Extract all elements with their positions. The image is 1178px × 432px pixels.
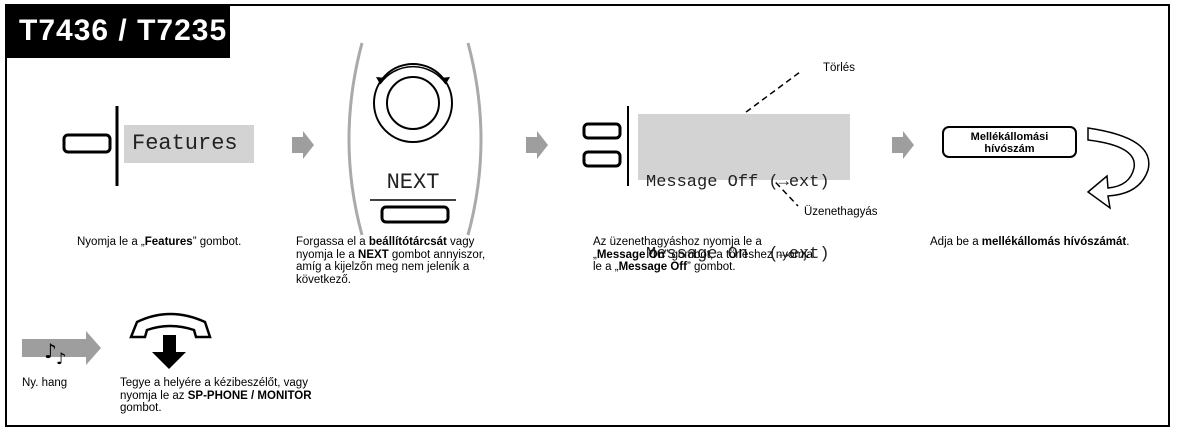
lcd-message: Message Off (→ext) Message On (→ext)	[638, 114, 850, 264]
diagram-frame	[5, 4, 1170, 427]
delete-label: Törlés	[823, 62, 855, 74]
step4-caption: Adja be a mellékállomás hívószámát.	[930, 236, 1130, 248]
lcd-next: NEXT	[370, 168, 456, 198]
step-arrow-2	[526, 131, 548, 159]
extension-number-box: Mellékállomási hívószám	[942, 126, 1077, 158]
message-off-button-icon	[582, 122, 622, 140]
feature-button-icon	[62, 133, 112, 154]
lcd-features-text: Features	[132, 131, 238, 156]
tone-label: Ny. hang	[22, 377, 68, 389]
step3-caption: Az üzenethagyáshoz nyomja le a „Message …	[593, 236, 813, 273]
left-paren-icon	[347, 42, 364, 236]
rotate-arrow-icon	[379, 65, 447, 85]
hangup-caption: Tegye a helyére a kézibeszélőt, vagy nyo…	[120, 377, 312, 414]
right-paren-icon	[466, 42, 483, 236]
next-button-icon	[380, 205, 450, 224]
step2-caption: Forgassa el a beállítótárcsát vagy nyomj…	[296, 236, 486, 286]
lcd-features: Features	[124, 125, 254, 163]
jog-dial-center-icon	[386, 76, 440, 130]
message-callout-line	[761, 167, 799, 207]
music-note-icon: ♪	[44, 339, 57, 363]
step-arrow-1	[292, 131, 314, 159]
uturn-arrow-icon	[1086, 127, 1150, 210]
lcd-next-text: NEXT	[386, 170, 440, 195]
handset-icon	[129, 312, 212, 339]
step1-caption: Nyomja le a „Features” gombot.	[77, 236, 242, 248]
message-on-button-icon	[582, 150, 622, 168]
tone-arrow-icon	[22, 331, 101, 365]
lcd-message-on: Message On (→ext)	[646, 245, 830, 264]
jog-dial-icon	[373, 63, 453, 143]
lcd-message-off: Message Off (→ext)	[646, 173, 830, 192]
model-title: T7436 / T7235	[5, 4, 230, 58]
step-arrow-3	[892, 131, 914, 159]
down-arrow-icon	[152, 335, 186, 369]
message-label: Üzenethagyás	[804, 206, 878, 218]
svg-text:♪: ♪	[56, 349, 66, 368]
